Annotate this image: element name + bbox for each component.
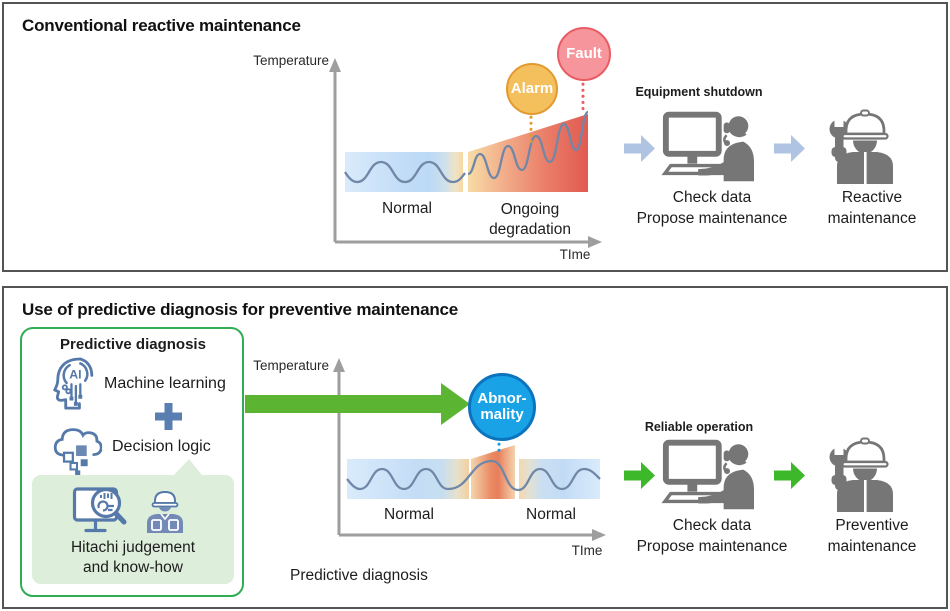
time-axis-label: TIme bbox=[559, 247, 591, 262]
normal-band-right bbox=[519, 459, 600, 499]
reactive-maintenance-step-label: Reactive maintenance bbox=[827, 189, 917, 227]
anomaly-wedge bbox=[471, 445, 515, 499]
maintenance-worker-icon bbox=[829, 437, 893, 512]
normal-phase-label: Normal bbox=[382, 200, 432, 217]
normal-band bbox=[345, 152, 463, 192]
flow-arrow-icon bbox=[624, 135, 655, 162]
fault-bubble: Fault bbox=[557, 27, 611, 81]
ai-icon-label: AI bbox=[69, 367, 81, 381]
panel-reactive-maintenance: Conventional reactive maintenance Temper… bbox=[2, 2, 948, 272]
computer-operator-icon bbox=[661, 111, 754, 182]
maintenance-worker-icon bbox=[829, 109, 893, 184]
panel-predictive-maintenance: Use of predictive diagnosis for preventi… bbox=[2, 286, 948, 609]
predictive-diagnosis-arrow bbox=[245, 383, 470, 425]
signal-wave-normal bbox=[344, 160, 466, 184]
flow-arrow-icon bbox=[624, 462, 655, 489]
abnormality-bubble-label: Abnor- mality bbox=[477, 390, 527, 423]
predictive-diagnosis-caption: Predictive diagnosis bbox=[290, 567, 428, 584]
diagnosis-box-title: Predictive diagnosis bbox=[60, 336, 206, 353]
panel1-title: Conventional reactive maintenance bbox=[22, 16, 301, 35]
know-how-label: Hitachi judgement and know-how bbox=[70, 539, 196, 576]
alarm-bubble: Alarm bbox=[506, 63, 558, 115]
signal-wave bbox=[346, 459, 601, 492]
temperature-axis-label: Temperature bbox=[253, 53, 329, 68]
temperature-axis bbox=[329, 58, 341, 242]
panel2-title: Use of predictive diagnosis for preventi… bbox=[22, 300, 459, 319]
normal-phase-right-label: Normal bbox=[526, 506, 576, 523]
expert-worker-icon bbox=[147, 490, 183, 533]
normal-band-left bbox=[347, 459, 469, 499]
normal-phase-left-label: Normal bbox=[384, 506, 434, 523]
plus-icon bbox=[155, 403, 182, 430]
temperature-axis-label: Temperature bbox=[253, 358, 329, 373]
callout-pointer bbox=[174, 459, 202, 475]
machine-learning-label: Machine learning bbox=[104, 375, 226, 392]
computer-operator-icon bbox=[661, 439, 754, 510]
decision-logic-cloud-icon bbox=[53, 428, 102, 476]
temperature-axis bbox=[333, 358, 345, 535]
abnormality-bubble: Abnor- mality bbox=[468, 373, 536, 441]
reliable-operation-caption: Reliable operation bbox=[644, 420, 754, 434]
equipment-shutdown-caption: Equipment shutdown bbox=[635, 85, 763, 99]
time-axis bbox=[339, 529, 606, 541]
degradation-phase-label: Ongoing degradation bbox=[489, 201, 571, 238]
check-data-step-label: Check data Propose maintenance bbox=[636, 517, 788, 555]
reactive-chart-graphics bbox=[329, 58, 602, 248]
time-axis-label: TIme bbox=[571, 543, 603, 558]
fault-bubble-label: Fault bbox=[566, 45, 602, 62]
flow-arrow-icon bbox=[774, 462, 805, 489]
signal-wave-degrading bbox=[467, 110, 590, 180]
ai-brain-icon: AI bbox=[53, 357, 94, 410]
predictive-diagnosis-box: Predictive diagnosis bbox=[20, 327, 244, 597]
data-analysis-icon bbox=[72, 487, 127, 533]
preventive-maintenance-step-label: Preventive maintenance bbox=[827, 517, 917, 555]
decision-logic-label: Decision logic bbox=[112, 438, 211, 455]
time-axis bbox=[335, 236, 602, 248]
alarm-bubble-label: Alarm bbox=[510, 80, 554, 97]
flow-arrow-icon bbox=[774, 135, 805, 162]
predictive-chart-graphics bbox=[174, 358, 606, 541]
know-how-callout bbox=[32, 475, 234, 584]
check-data-step-label: Check data Propose maintenance bbox=[636, 189, 788, 227]
